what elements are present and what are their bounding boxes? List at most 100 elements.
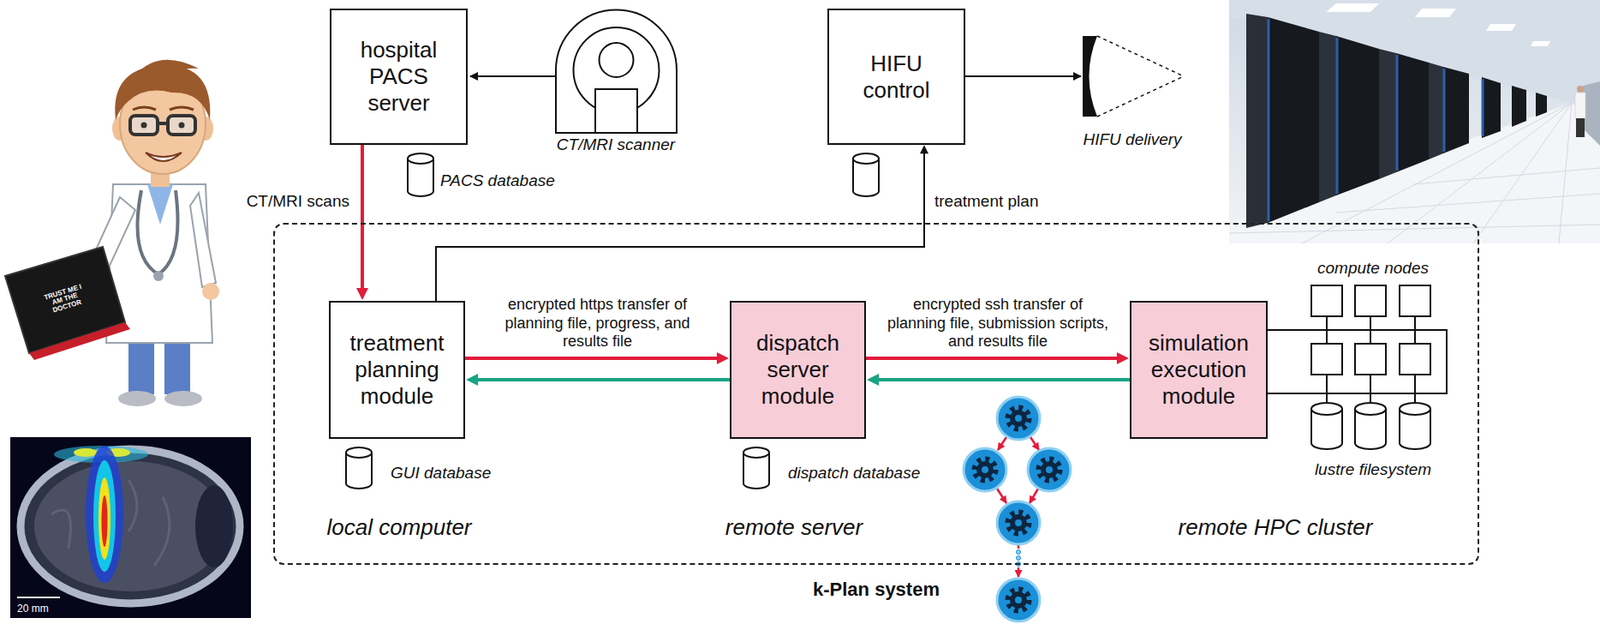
compute-node-boxes-part (1399, 343, 1431, 375)
supercomputer-photo-part (1535, 92, 1547, 117)
transducer-icon (1082, 35, 1184, 117)
cluster-wiring-part (1369, 393, 1372, 403)
compute-node-boxes-part (1355, 343, 1386, 375)
delivery-label: HIFU delivery (1082, 130, 1182, 150)
lustre-disks (1311, 402, 1431, 449)
supercomputer-photo (1229, 0, 1600, 244)
edge-label: encrypted https transfer of planning fil… (483, 295, 713, 352)
doctor-illustration-part (118, 390, 156, 406)
connector-arrow (360, 144, 365, 297)
simulation-result-image-part (101, 495, 108, 547)
database-label: GUI database (390, 463, 491, 483)
supercomputer-photo-part (1511, 85, 1527, 127)
supercomputer-photo-part (1268, 18, 1483, 221)
supercomputer-photo-part (1319, 31, 1337, 203)
doctor-illustration-part (190, 192, 216, 287)
cluster-wiring-part (1414, 393, 1416, 403)
module-box: simulation execution module (1129, 300, 1268, 439)
supercomputer-photo-part-part (1413, 167, 1600, 185)
supercomputer-photo-part (1486, 23, 1517, 31)
simulation-result-image-part (85, 445, 124, 583)
compute-node-boxes-part (1355, 285, 1386, 317)
workflow-graph-part (997, 501, 1040, 544)
supercomputer-photo-part-part (1481, 78, 1485, 137)
database-icons-part (743, 447, 770, 458)
workflow-graph-part (1016, 549, 1021, 555)
supercomputer-photo-part (1414, 8, 1457, 18)
simulation-result-image-part (73, 447, 98, 457)
doctor-illustration (5, 59, 220, 406)
workflow-graph-part (997, 396, 1040, 440)
workflow-graph-part (963, 447, 1007, 491)
supercomputer-photo-part (1575, 92, 1586, 119)
lustre-disks-part (1355, 402, 1386, 415)
workflow-graph-part (1017, 544, 1021, 549)
doctor-illustration-part (135, 59, 199, 81)
cluster-wiring-part (1369, 374, 1372, 394)
cluster-wiring-part (1267, 392, 1447, 395)
module-label: HIFU control (841, 50, 953, 103)
doctor-illustration-part (137, 190, 179, 275)
doctor-illustration-part (157, 121, 168, 126)
doctor-illustration-part (5, 246, 126, 353)
doctor-illustration-part (145, 152, 182, 162)
edge-label: encrypted ssh transfer of planning file,… (883, 295, 1113, 352)
location-label: remote server (725, 514, 863, 541)
supercomputer-photo-part (1443, 66, 1469, 154)
database-icons-part (407, 153, 434, 164)
supercomputer-photo-part-part (1396, 54, 1399, 171)
supercomputer-photo-part (1396, 53, 1429, 173)
compute-node-boxes (1311, 285, 1431, 375)
filesystem-label: lustre filesystem (1314, 459, 1432, 479)
workflow-graph-part (1017, 567, 1021, 577)
cluster-wiring-part (1414, 316, 1416, 330)
database-icons-part (853, 153, 879, 164)
edge-label: CT/MRI scans (244, 191, 353, 212)
supercomputer-photo-part-part (1267, 18, 1271, 221)
workflow-graph (963, 396, 1071, 621)
compute-node-boxes-part (1399, 285, 1431, 317)
simulation-result-image-part (20, 448, 240, 603)
doctor-illustration-part (179, 122, 186, 129)
compute-node-boxes-part (1311, 285, 1343, 317)
edge-label: treatment plan (931, 191, 1041, 212)
cluster-wiring-part (1325, 393, 1328, 403)
connector-arrow (870, 377, 1130, 382)
connector-arrow (469, 377, 730, 382)
supercomputer-photo-part (1325, 3, 1380, 12)
location-label: remote HPC cluster (1178, 514, 1374, 541)
simulation-result-image-part (98, 477, 111, 560)
system-boundary: k-Plan systemtreatment planning moduledi… (273, 222, 1480, 565)
system-title: k-Plan system (274, 578, 1478, 601)
supercomputer-photo-part-part (1336, 37, 1339, 194)
database-icons-part (346, 447, 372, 458)
cluster-label: compute nodes (1317, 258, 1429, 278)
supercomputer-photo-part (1576, 85, 1584, 93)
cluster-wiring-part (1369, 316, 1372, 330)
module-label: hospital PACS server (343, 36, 455, 116)
supercomputer-photo-part (1246, 13, 1268, 228)
module-box: hospital PACS server (329, 8, 468, 145)
doctor-illustration-part (153, 270, 164, 281)
cluster-wiring-part (1267, 328, 1447, 331)
doctor-illustration-part (147, 184, 174, 225)
scanner-icon-part (599, 42, 634, 78)
cluster-wiring-part (1445, 328, 1448, 395)
doctor-illustration-part (130, 115, 158, 135)
workflow-graph-part (1016, 555, 1021, 561)
compute-node-boxes-part (1311, 343, 1343, 375)
database-label: PACS database (440, 171, 556, 191)
doctor-illustration-part (141, 122, 148, 129)
workflow-graph-part (1030, 436, 1039, 450)
workflow-graph-part (997, 436, 1007, 450)
scanner-label: CT/MRI scanner (556, 135, 675, 155)
supercomputer-photo-part-part (1336, 193, 1600, 213)
simulation-result-image (10, 436, 251, 618)
doctor-illustration-part (132, 107, 194, 110)
module-label: dispatch server module (742, 329, 854, 409)
doctor-illustration-part (164, 390, 203, 406)
cluster-wiring-part (1369, 329, 1372, 344)
workflow-graph-part (997, 488, 1007, 503)
supercomputer-photo-part (1481, 77, 1501, 138)
module-label: treatment planning module (341, 329, 454, 409)
